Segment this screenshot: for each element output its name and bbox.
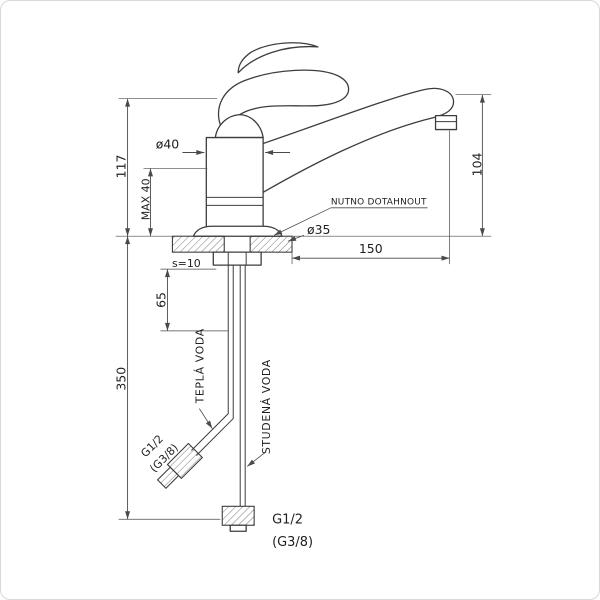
dim-d40-label: ø40 <box>156 137 180 152</box>
dim-104-label: 104 <box>469 153 484 177</box>
dim-d35-label: ø35 <box>307 222 330 237</box>
extension-lines <box>115 94 492 520</box>
cartridge-cap <box>214 113 264 139</box>
labels: 117 MAX 40 ø40 104 NUTNO DOTAHNOUT ø35 1… <box>114 137 485 551</box>
dim-117-label: 117 <box>114 155 129 179</box>
hot-connector <box>166 442 204 480</box>
cold-connector <box>221 505 255 526</box>
dim-150-label: 150 <box>359 241 383 256</box>
body-cylinder <box>205 136 264 234</box>
deck-plate-right <box>249 235 293 253</box>
faucet-body <box>192 42 458 237</box>
supply-pipes <box>156 265 255 532</box>
hot-pipe-wall-2 <box>195 265 234 456</box>
plate-thickness-label: s=10 <box>172 257 201 270</box>
tighten-note: NUTNO DOTAHNOUT <box>331 197 427 207</box>
aerator <box>434 114 458 131</box>
mounting-nut <box>212 251 262 266</box>
hot-pipe-wall-1 <box>191 265 229 451</box>
hot-connector-tip <box>156 466 180 490</box>
leader-lines <box>199 207 428 467</box>
hot-water-label: TEPLÁ VODA <box>193 328 206 404</box>
mounting-deck <box>171 235 293 266</box>
deck-plate-left <box>171 235 225 253</box>
dim-350-label: 350 <box>114 367 129 391</box>
leader-hot <box>199 408 213 429</box>
leader-cold <box>246 452 266 467</box>
cold-water-label: STUDENÁ VODA <box>260 359 273 454</box>
dim-max40-label: MAX 40 <box>140 178 153 220</box>
escutcheon <box>192 225 283 237</box>
spout <box>262 87 455 194</box>
leader-d35 <box>287 234 305 242</box>
lever-top-crescent <box>237 42 319 74</box>
dimension-lines <box>125 94 485 520</box>
bottom-thread-label: G1/2 <box>272 512 303 527</box>
dim-65-label: 65 <box>153 292 168 308</box>
cold-connector-tail <box>229 524 247 532</box>
bottom-thread-alt-label: (G3/8) <box>272 535 313 550</box>
leader-tighten <box>273 207 332 236</box>
